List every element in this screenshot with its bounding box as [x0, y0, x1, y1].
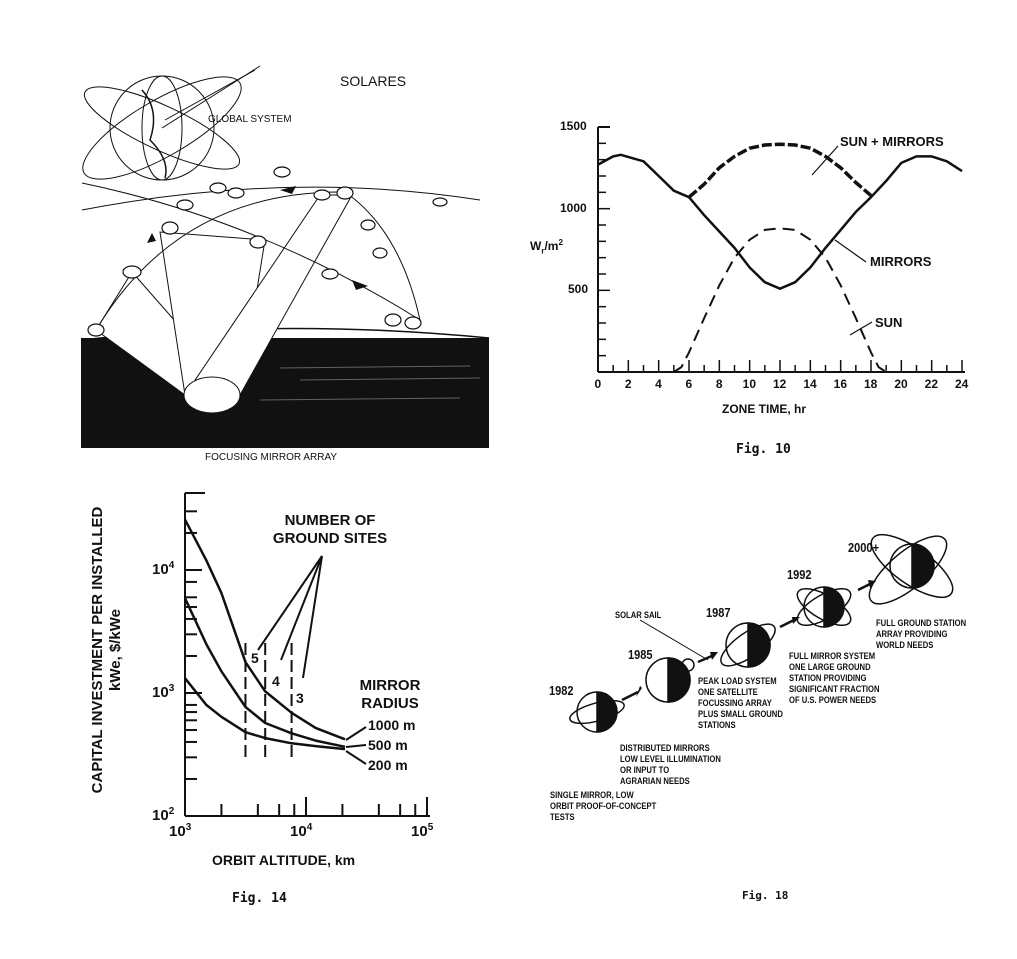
fig10-xtick-label: 22 — [924, 377, 939, 391]
site-label-5: 5 — [251, 650, 259, 666]
year-2000: 2000+ — [848, 540, 880, 555]
stage-1982-text: SINGLE MIRROR, LOW ORBIT PROOF-OF-CONCEP… — [550, 790, 657, 822]
radius-200: 200 m — [368, 757, 408, 773]
fig14-series-1000m — [183, 519, 346, 741]
fig10-xlabel: ZONE TIME, hr — [722, 402, 806, 416]
fig18-caption: Fig. 18 — [742, 889, 789, 902]
globe-2000-icon — [868, 534, 954, 605]
year-1985: 1985 — [628, 647, 653, 662]
fig10-xtick-label: 14 — [803, 377, 817, 391]
fig10-xtick-label: 6 — [685, 377, 693, 391]
site-label-4: 4 — [272, 673, 280, 689]
radius-leader — [345, 726, 367, 741]
fig14-ytick-label: 102 — [152, 806, 175, 824]
fig10-xtick-label: 20 — [894, 377, 908, 391]
radius-500: 500 m — [368, 737, 408, 753]
fig14-xtick-label: 103 — [169, 822, 192, 840]
year-1982: 1982 — [549, 683, 574, 698]
fig10-xtick-label: 10 — [742, 377, 757, 391]
fig10-caption: Fig. 10 — [736, 442, 791, 457]
fig10-xtick-label: 12 — [773, 377, 787, 391]
globe-1987-icon — [720, 622, 776, 668]
fig10-series-mirrors — [597, 153, 963, 290]
fig10-xtick-label: 0 — [594, 377, 602, 391]
ground-sites-leader — [257, 555, 323, 651]
globe-1992-icon — [796, 586, 852, 628]
legend-mirrors: MIRRORS — [870, 254, 932, 269]
globe-icon — [82, 65, 261, 181]
radius-leader — [345, 750, 367, 765]
focus-spot — [183, 376, 241, 414]
fig14-xlabel: ORBIT ALTITUDE, km — [212, 852, 356, 868]
radius-leader — [345, 744, 367, 748]
leader-sun-mirrors — [811, 145, 839, 176]
stage-2000-text: FULL GROUND STATION ARRAY PROVIDING WORL… — [876, 618, 967, 650]
fig14-caption: Fig. 14 — [232, 891, 287, 906]
leader-sun — [849, 321, 873, 336]
illustration-title: SOLARES — [340, 73, 407, 89]
global-system-label: GLOBAL SYSTEM — [208, 114, 292, 125]
fig10-series-sun — [598, 227, 902, 373]
legend-sun: SUN — [875, 315, 903, 330]
fig10-xtick-label: 8 — [715, 377, 723, 391]
fig10-ytick-label: 1000 — [560, 200, 587, 215]
fig10-xtick-label: 18 — [864, 377, 878, 391]
ground-sites-leader — [302, 555, 323, 679]
fig14-ytick-label: 104 — [152, 560, 175, 578]
fig14-xtick-label: 104 — [290, 822, 313, 840]
fig10-xtick-label: 2 — [624, 377, 632, 391]
fig14-xtick-label: 105 — [411, 822, 434, 840]
ground-sites-leader — [280, 555, 323, 661]
fig10-ylabel: Wr/m2 — [530, 238, 563, 256]
stage-1987-text: PEAK LOAD SYSTEM ONE SATELLITE FOCUSSING… — [698, 676, 783, 730]
fig14-series-200m — [184, 677, 346, 751]
solar-sail-label: SOLAR SAIL — [615, 610, 662, 620]
fig10-ytick-label: 500 — [568, 282, 589, 297]
year-1992: 1992 — [787, 567, 812, 582]
mirror-satellites — [87, 166, 448, 337]
fig14-series-500m — [183, 597, 346, 749]
stage-1985-text: DISTRIBUTED MIRRORS LOW LEVEL ILLUMINATI… — [620, 743, 721, 786]
fig10-xtick-label: 24 — [955, 377, 969, 391]
site-label-3: 3 — [296, 690, 304, 706]
radius-1000: 1000 m — [368, 717, 416, 733]
fig10-ytick-label: 1500 — [560, 119, 587, 133]
fig10-series-sun-mirrors — [687, 142, 873, 199]
stage-1992-text: FULL MIRROR SYSTEM ONE LARGE GROUND STAT… — [789, 651, 880, 705]
fig10-xtick-label: 16 — [833, 377, 848, 391]
globe-1985-icon — [645, 657, 695, 703]
mirror-beams — [95, 194, 353, 414]
globe-1982-icon — [569, 691, 625, 733]
fig10-xtick-label: 4 — [655, 377, 662, 391]
leader-mirrors — [834, 239, 867, 263]
year-1987: 1987 — [706, 605, 731, 620]
illustration-caption: FOCUSING MIRROR ARRAY — [205, 452, 338, 463]
legend-sun-mirrors: SUN + MIRRORS — [840, 134, 944, 149]
fig14-ytick-label: 103 — [152, 683, 175, 701]
